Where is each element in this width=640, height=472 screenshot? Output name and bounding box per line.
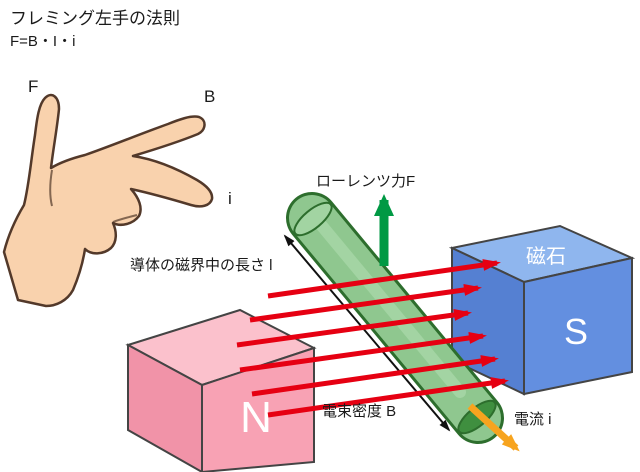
current-arrow — [467, 403, 520, 452]
conductor-rod — [286, 192, 504, 444]
current-label: 電流 i — [514, 411, 552, 428]
magnet-label: 磁石 — [526, 245, 566, 268]
hand-label-field: B — [204, 87, 215, 106]
magnetic-field-arrow — [239, 331, 487, 373]
south-magnet-cube: 磁石 S — [448, 224, 636, 396]
knuckle-crease — [112, 214, 138, 223]
magnetic-field-arrow — [249, 284, 482, 323]
thumb-crease — [49, 169, 53, 207]
conductor-highlight — [316, 220, 466, 398]
page-title: フレミング左手の法則 — [10, 9, 180, 28]
hand-label-force: F — [28, 77, 38, 96]
flux-density-label: 電束密度 B — [322, 403, 396, 420]
conductor-length-label: 導体の磁界中の長さ l — [130, 257, 273, 274]
south-cube-front-face — [523, 256, 633, 396]
left-hand-illustration: F B i — [2, 77, 232, 308]
magnetic-field-arrow — [267, 377, 509, 418]
hand-shape — [2, 93, 214, 308]
magnetic-field-arrows — [236, 259, 509, 418]
south-pole-label: S — [564, 311, 588, 352]
formula-text: F=B・I・i — [10, 33, 75, 50]
hand-label-current: i — [228, 189, 232, 208]
conductor-top-end-cap — [293, 201, 333, 237]
magnetic-field-arrow — [236, 308, 472, 348]
north-cube-side-face — [127, 343, 203, 472]
magnetic-field-arrow — [267, 259, 501, 299]
lorentz-force-label: ローレンツ力F — [316, 173, 415, 190]
north-pole-label: N — [240, 393, 272, 442]
conductor-length-arrow — [283, 234, 451, 432]
magnetic-field-arrow — [251, 355, 499, 397]
